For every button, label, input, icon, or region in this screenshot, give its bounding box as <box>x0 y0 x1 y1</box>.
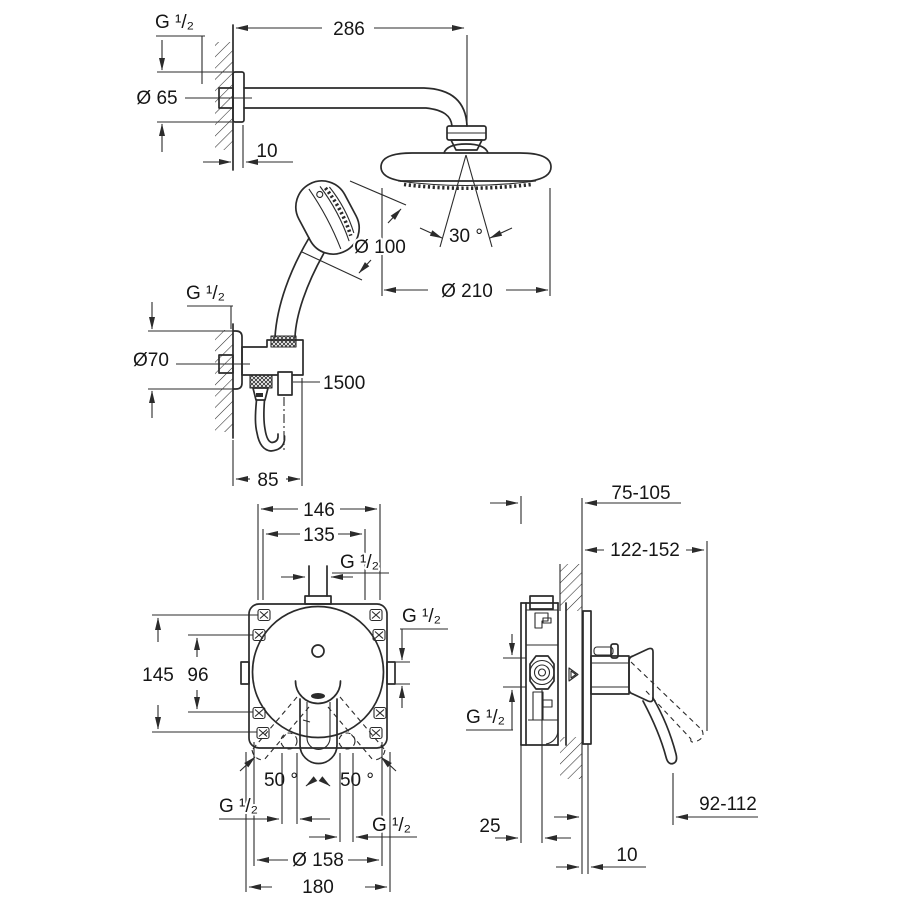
thread-callout-front-top: G ¹/₂ <box>281 550 389 580</box>
concealed-valve-front-view: 146 135 G ¹/₂ G ¹/₂ <box>140 498 448 900</box>
thread-front-top-label: G ¹/₂ <box>340 552 379 573</box>
thread-callout-top: G ¹/₂ <box>153 10 205 84</box>
embed-depth-label: 75-105 <box>611 483 670 504</box>
thread-front-bottom-left-label: G ¹/₂ <box>219 796 258 817</box>
thread-front-bottom-right-label: G ¹/₂ <box>372 815 411 836</box>
dim-total-depth: 122-152 <box>584 538 708 731</box>
hand-shower-diameter-label: Ø 100 <box>354 237 406 258</box>
trim-plate <box>251 605 385 739</box>
thread-top-label: G ¹/₂ <box>155 12 194 33</box>
head-shower-assembly: 286 G ¹/₂ Ø 65 10 30 ° <box>134 10 552 304</box>
lever-handle-side <box>628 647 704 765</box>
thread-front-right-label: G ¹/₂ <box>402 606 441 627</box>
thread-side-view-label: G ¹/₂ <box>466 707 505 728</box>
holder-depth-label: 85 <box>257 470 278 491</box>
dim-width-inner: 135 <box>262 523 366 600</box>
tile-level-marker <box>568 667 579 682</box>
dim-swing-angles: 50 ° 50 ° <box>239 756 397 793</box>
total-depth-label: 122-152 <box>610 540 680 561</box>
handle-projection-label: 92-112 <box>699 794 757 815</box>
shower-hose <box>249 371 293 452</box>
width-inner-label: 135 <box>303 525 335 546</box>
arm-connector <box>443 125 489 154</box>
side-outlet-left <box>240 661 250 685</box>
spray-angle-label: 30 ° <box>449 226 483 247</box>
hand-shower: Ø 100 <box>270 180 408 348</box>
dim-embed-depth: 75-105 <box>490 481 681 524</box>
flange-depth-label: 10 <box>256 141 277 162</box>
escutcheon-side <box>582 610 592 745</box>
thread-callout-front-bottom-left: G ¹/₂ <box>217 794 330 822</box>
wall-hatch-middle <box>215 330 233 432</box>
shower-arm <box>243 87 468 127</box>
height-inner-label: 96 <box>187 665 208 686</box>
outlet-flange-label: Ø70 <box>133 350 169 371</box>
cartridge-sleeve <box>590 655 630 695</box>
arm-flange-label: Ø 65 <box>136 88 177 109</box>
inlet-pipe <box>304 565 332 605</box>
spray-nozzles <box>403 182 532 191</box>
wall-hatch-top <box>215 42 233 150</box>
diverter-knob <box>311 644 325 658</box>
bottom-extension-lines <box>245 742 391 892</box>
dim-head-diameter: Ø 210 <box>381 188 551 304</box>
angle-left-label: 50 ° <box>264 770 298 791</box>
dim-union-offset: 25 <box>477 745 571 843</box>
dim-outlet-flange: Ø70 <box>131 302 232 418</box>
thread-callout-side: G ¹/₂ <box>464 634 526 731</box>
wall-clearance-label: 10 <box>616 845 637 866</box>
head-shower <box>380 152 552 191</box>
hose-length-label: 1500 <box>323 373 365 394</box>
dim-spray-angle: 30 ° <box>419 154 513 249</box>
dim-plate-diameter: Ø 158 <box>256 848 380 873</box>
angle-right-label: 50 ° <box>340 770 374 791</box>
rough-in-housing-side <box>520 595 567 746</box>
wall-hatch-upper <box>560 564 582 611</box>
concealed-valve-side-view: 75-105 122-152 G ¹/₂ 25 1 <box>464 481 759 874</box>
dim-flange-depth: 10 <box>203 125 293 168</box>
thread-callout-middle: G ¹/₂ <box>184 281 233 329</box>
dim-hose-length: 1500 <box>293 371 367 396</box>
outlet-flange <box>232 330 243 390</box>
wall-hatch-lower <box>560 737 582 779</box>
head-diameter-label: Ø 210 <box>441 281 493 302</box>
diverter-pin <box>593 643 619 659</box>
union-offset-label: 25 <box>479 816 500 837</box>
box-width-label: 180 <box>302 877 334 898</box>
hand-shower-collar <box>270 335 297 348</box>
dim-height-outer: 145 <box>140 614 258 733</box>
side-outlet-right <box>386 661 396 685</box>
plate-diameter-label: Ø 158 <box>292 850 344 871</box>
hand-shower-handle <box>274 237 325 338</box>
thread-callout-front-right: G ¹/₂ <box>393 604 448 708</box>
arm-flange <box>232 71 245 123</box>
thread-middle-label: G ¹/₂ <box>186 283 225 304</box>
width-outer-label: 146 <box>303 500 335 521</box>
height-outer-label: 145 <box>142 665 174 686</box>
dim-arm-flange: Ø 65 <box>134 40 232 152</box>
dim-handle-projection: 92-112 <box>554 773 759 825</box>
dim-hand-shower-diameter: Ø 100 <box>301 180 408 281</box>
dim-wall-clearance: 10 <box>556 843 646 870</box>
holder-body <box>241 339 304 376</box>
dim-box-width: 180 <box>248 875 388 900</box>
lever-swing-positions <box>251 696 386 761</box>
dim-height-inner: 96 <box>185 634 253 713</box>
wall-outlet-holder-assembly: 1500 G ¹/₂ Ø70 85 <box>131 281 367 493</box>
arm-length-label: 286 <box>333 19 365 40</box>
dim-width-outer: 146 <box>257 498 381 600</box>
dim-arm-length: 286 <box>235 17 468 126</box>
lever-open-position <box>630 661 704 743</box>
dim-holder-depth: 85 <box>232 378 303 493</box>
thread-callout-front-bottom-right: G ¹/₂ <box>309 813 417 840</box>
hose-nut <box>277 371 293 396</box>
lever-handle-front <box>294 680 342 765</box>
outlet-union <box>218 354 234 374</box>
rough-in-box <box>248 603 388 749</box>
